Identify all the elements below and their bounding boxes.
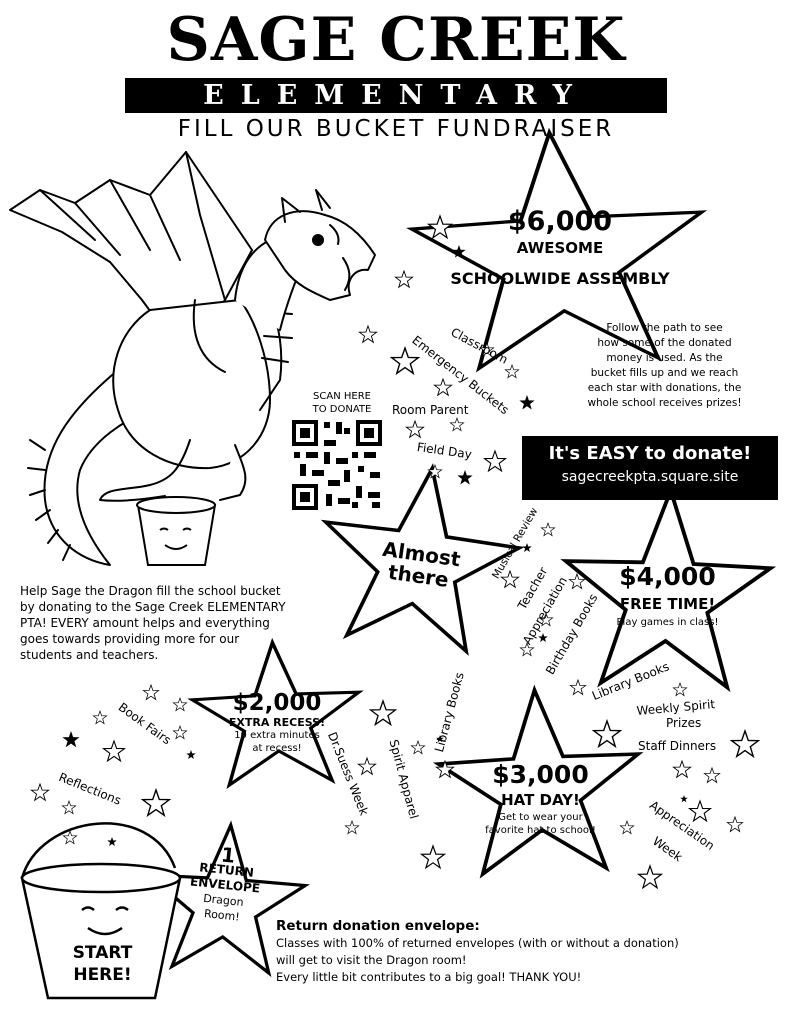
intro-text: Help Sage the Dragon fill the school buc…: [20, 584, 286, 662]
goal-1: 1 RETURN ENVELOPE Dragon Room!: [176, 843, 273, 928]
qr-code: [292, 420, 382, 510]
path-note-line5: each star with donations, the: [587, 382, 742, 394]
goal-3000: $3,000 HAT DAY! Get to wear your favorit…: [478, 760, 603, 837]
goal-3000-line2: Get to wear your: [498, 812, 583, 823]
path-note-line6: whole school receives prizes!: [587, 397, 742, 409]
return-section: Return donation envelope: Classes with 1…: [276, 918, 776, 986]
goal-2000-line2: 10 extra minutes: [234, 730, 320, 741]
path-note: Follow the path to see how some of the d…: [562, 321, 767, 411]
path-note-line1: Follow the path to see: [606, 322, 723, 334]
goal-4000-line2: Play games in class!: [616, 617, 719, 628]
return-line3: Every little bit contributes to a big go…: [276, 970, 582, 984]
goal-6000-line2: SCHOOLWIDE ASSEMBLY: [450, 269, 670, 288]
scan-line1: SCAN HERE: [313, 391, 371, 402]
goal-6000-line1: AWESOME: [516, 239, 604, 257]
label-room-parent: Room Parent: [392, 403, 469, 417]
path-note-line4: bucket fills up and we reach: [590, 367, 739, 379]
school-name: SAGE CREEK: [166, 5, 626, 75]
start-here: START HERE!: [55, 942, 150, 986]
school-level: ELEMENTARY: [203, 80, 589, 111]
return-heading: Return donation envelope:: [276, 918, 480, 934]
label-staff-dinners: Staff Dinners: [638, 739, 717, 753]
goal-6000: $6,000 AWESOME: [460, 206, 660, 257]
goal-3000-amount: $3,000: [492, 760, 589, 789]
start-line1: START: [72, 943, 133, 963]
goal-2000-amount: $2,000: [232, 690, 322, 716]
dragon-bucket: [136, 496, 217, 566]
start-bucket: [20, 822, 182, 1000]
goal-4000: $4,000 FREE TIME! Play games in class!: [600, 562, 735, 629]
dragon-illustration: [9, 151, 376, 566]
goal-4000-amount: $4,000: [619, 562, 716, 591]
goal-3000-line3: favorite hat to school!: [485, 825, 596, 836]
scan-label: SCAN HERE TO DONATE: [292, 390, 392, 416]
goal-2000-line3: at recess!: [252, 743, 302, 754]
return-line1: Classes with 100% of returned envelopes …: [276, 936, 679, 950]
school-level-banner: [125, 78, 667, 113]
label-weekly-spirit-2: Prizes: [666, 716, 702, 730]
scan-line2: TO DONATE: [312, 404, 372, 415]
return-line2: will get to visit the Dragon room!: [276, 953, 467, 967]
path-note-line2: how some of the donated: [597, 337, 732, 349]
path-note-line3: money is used. As the: [606, 352, 723, 364]
fundraiser-title: FILL OUR BUCKET FUNDRAISER: [177, 116, 615, 142]
donate-easy-text: It's EASY to donate!: [548, 443, 752, 464]
donate-url-link[interactable]: sagecreekpta.square.site: [561, 469, 739, 485]
goal-3000-line1: HAT DAY!: [501, 791, 580, 809]
start-line2: HERE!: [73, 965, 132, 985]
donate-banner: It's EASY to donate! sagecreekpta.square…: [522, 436, 778, 500]
goal-2000-line1: EXTRA RECESS!: [228, 716, 326, 729]
goal-2000: $2,000 EXTRA RECESS! 10 extra minutes at…: [215, 690, 339, 755]
goal-6000-amount: $6,000: [507, 206, 613, 237]
goal-4000-line1: FREE TIME!: [619, 595, 716, 613]
